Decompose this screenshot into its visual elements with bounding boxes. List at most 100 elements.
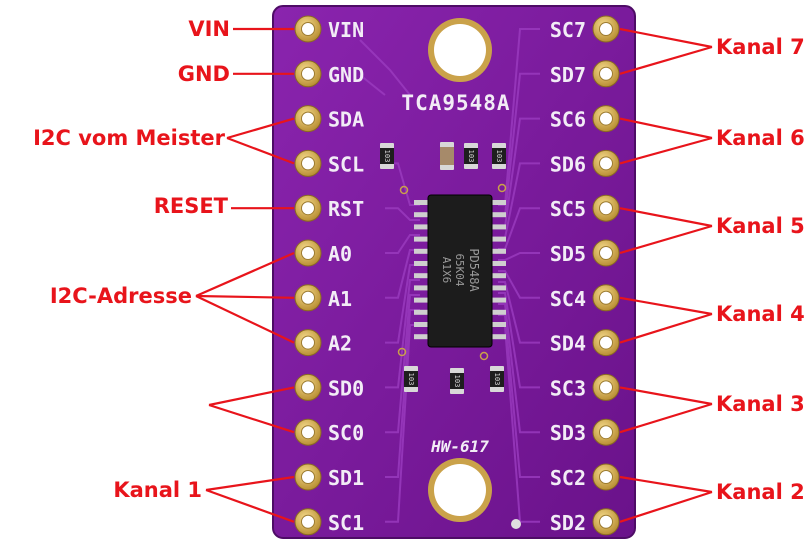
right-pin-sd4: SD4	[550, 329, 620, 357]
label-i2c-address: I2C-Adresse	[49, 284, 192, 308]
label-channel-4: Kanal 4	[716, 302, 805, 326]
smd-components-top: 103 103 103	[380, 142, 507, 361]
ic-marking-line-3: A1X6	[440, 257, 453, 284]
smd-resistor: 103	[490, 366, 504, 392]
smd-resistor: 103	[450, 368, 464, 394]
resistor-code: 103	[383, 150, 391, 163]
ic-lead	[414, 273, 430, 279]
smd-capacitor	[440, 142, 454, 170]
right-pin-label: SD3	[550, 421, 586, 445]
left-pin-sd0: SD0	[294, 373, 364, 401]
right-pin-sc3: SC3	[550, 373, 620, 401]
right-pin-label: SC6	[550, 108, 586, 132]
smd-resistor: 103	[380, 143, 394, 169]
mounting-hole-top	[428, 18, 492, 82]
label-channel-6: Kanal 6	[716, 126, 805, 150]
left-pin-scl: SCL	[294, 149, 364, 177]
ic-lead	[414, 236, 430, 242]
right-pin-sc5: SC5	[550, 194, 620, 222]
via	[399, 185, 409, 195]
right-pin-label: SD2	[550, 511, 586, 535]
right-pin-label: SD7	[550, 63, 586, 87]
label-channel-2: Kanal 2	[716, 480, 805, 504]
left-pin-label: SC1	[328, 511, 364, 535]
right-pin-sd7: SD7	[550, 60, 620, 88]
ic-marking-line-2: 65K04	[453, 253, 466, 286]
right-pin-sc6: SC6	[550, 105, 620, 133]
left-pin-label: SCL	[328, 152, 364, 176]
left-pin-label: GND	[328, 63, 364, 87]
ic-lead	[490, 309, 506, 315]
right-pin-label: SC5	[550, 197, 586, 221]
ic-lead	[490, 285, 506, 291]
resistor-code: 103	[493, 373, 501, 386]
resistor-code: 103	[453, 375, 461, 388]
right-pin-sc2: SC2	[550, 463, 620, 491]
left-pin-a2: A2	[294, 329, 352, 357]
left-pin-label: SDA	[328, 108, 364, 132]
left-pin-sda: SDA	[294, 105, 364, 133]
ic-lead	[490, 200, 506, 205]
annotation-leader-lines	[195, 27, 713, 523]
label-gnd: GND	[177, 62, 230, 86]
ic-lead	[414, 334, 430, 340]
right-pin-sc7: SC7	[550, 15, 620, 43]
left-pin-label: RST	[328, 197, 364, 221]
mounting-hole-bottom	[428, 458, 492, 522]
left-pin-label: SC0	[328, 421, 364, 445]
right-pin-label: SC2	[550, 466, 586, 490]
smd-resistor: 103	[464, 143, 478, 169]
right-pin-sd3: SD3	[550, 418, 620, 446]
ic-lead	[490, 212, 506, 218]
left-pin-sc0: SC0	[294, 418, 364, 446]
ic-lead	[490, 322, 506, 327]
left-pin-label: A0	[328, 242, 352, 266]
right-pin-label: SD6	[550, 152, 586, 176]
ic-lead	[414, 261, 430, 266]
smd-components-bottom: 103 103 103	[404, 366, 521, 529]
right-pin-label: SD5	[550, 242, 586, 266]
board-marker-dot	[511, 519, 521, 529]
ic-lead	[414, 248, 430, 254]
via	[397, 347, 407, 357]
ic-lead	[414, 224, 430, 230]
left-pin-gnd: GND	[294, 60, 364, 88]
resistor-code: 103	[407, 373, 415, 386]
left-pin-sd1: SD1	[294, 463, 364, 491]
ic-marking-line-1: PD548A	[467, 248, 481, 292]
chip-model-label: TCA9548A	[401, 91, 510, 115]
right-pin-sd2: SD2	[550, 508, 620, 536]
via	[479, 351, 489, 361]
left-pin-vin: VIN	[294, 15, 364, 43]
ic-lead	[414, 285, 430, 291]
left-pin-label: SD0	[328, 376, 364, 400]
label-channel-7: Kanal 7	[716, 35, 805, 59]
left-pin-a0: A0	[294, 239, 352, 267]
ic-lead	[414, 322, 430, 327]
ic-lead	[414, 200, 430, 205]
resistor-code: 103	[495, 150, 503, 163]
ic-lead	[414, 297, 430, 303]
label-i2c-master: I2C vom Meister	[33, 126, 225, 150]
right-pin-label: SC3	[550, 376, 586, 400]
left-pin-rst: RST	[294, 194, 364, 222]
left-pin-a1: A1	[294, 284, 352, 312]
left-pin-label: VIN	[328, 18, 364, 42]
ic-lead	[490, 248, 506, 254]
smd-resistor: 103	[404, 366, 418, 392]
label-vin: VIN	[188, 17, 230, 41]
left-pin-label: SD1	[328, 466, 364, 490]
ic-lead	[490, 273, 506, 279]
left-pin-sc1: SC1	[294, 508, 364, 536]
label-channel-1: Kanal 1	[113, 478, 202, 502]
ic-lead	[490, 224, 506, 230]
right-pin-sd5: SD5	[550, 239, 620, 267]
resistor-code: 103	[467, 150, 475, 163]
ic-lead	[490, 236, 506, 242]
board-id-label: HW-617	[430, 437, 489, 456]
ic-lead	[490, 334, 506, 340]
ic-lead	[490, 297, 506, 303]
